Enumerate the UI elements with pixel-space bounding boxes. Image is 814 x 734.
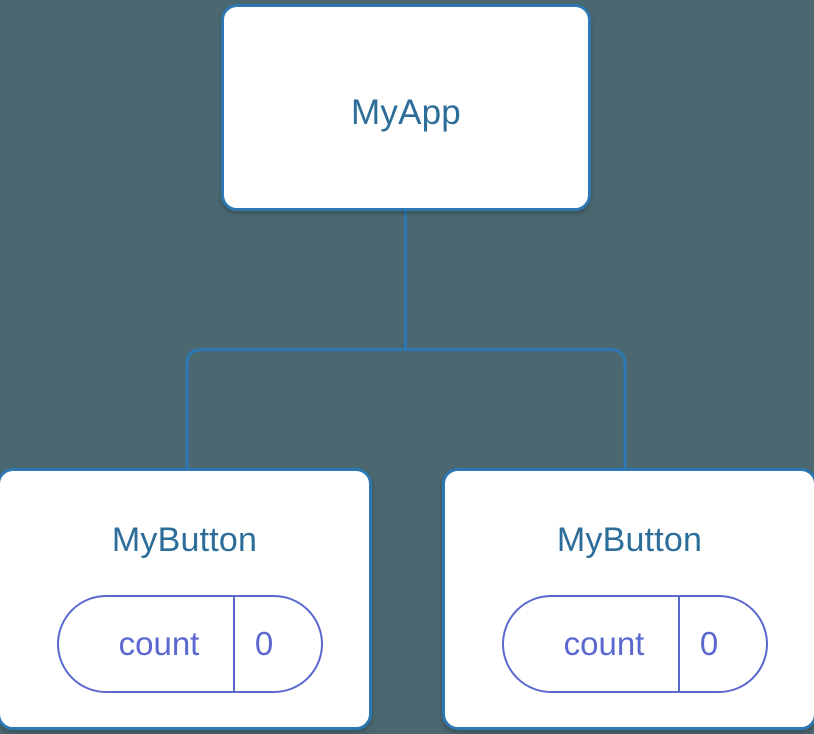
- node-title-myapp: MyApp: [351, 93, 461, 132]
- state-pill-key-0: count: [59, 597, 235, 691]
- state-pill-key-1: count: [504, 597, 680, 691]
- state-pill-value-1: 0: [699, 625, 719, 662]
- state-pill-count-0[interactable]: count 0: [57, 595, 323, 693]
- state-pill-count-1[interactable]: count 0: [502, 595, 768, 693]
- tree-node-mybutton-0[interactable]: MyButton count 0: [0, 468, 372, 730]
- node-title-mybutton-0: MyButton: [111, 521, 258, 559]
- tree-node-mybutton-1[interactable]: MyButton count 0: [442, 468, 814, 730]
- node-title-mybutton-1: MyButton: [556, 521, 703, 559]
- tree-node-myapp[interactable]: MyApp: [221, 4, 591, 211]
- edge-to-child-0: [185, 348, 406, 470]
- edge-to-child-1: [405, 348, 627, 470]
- state-pill-value-0: 0: [254, 625, 274, 662]
